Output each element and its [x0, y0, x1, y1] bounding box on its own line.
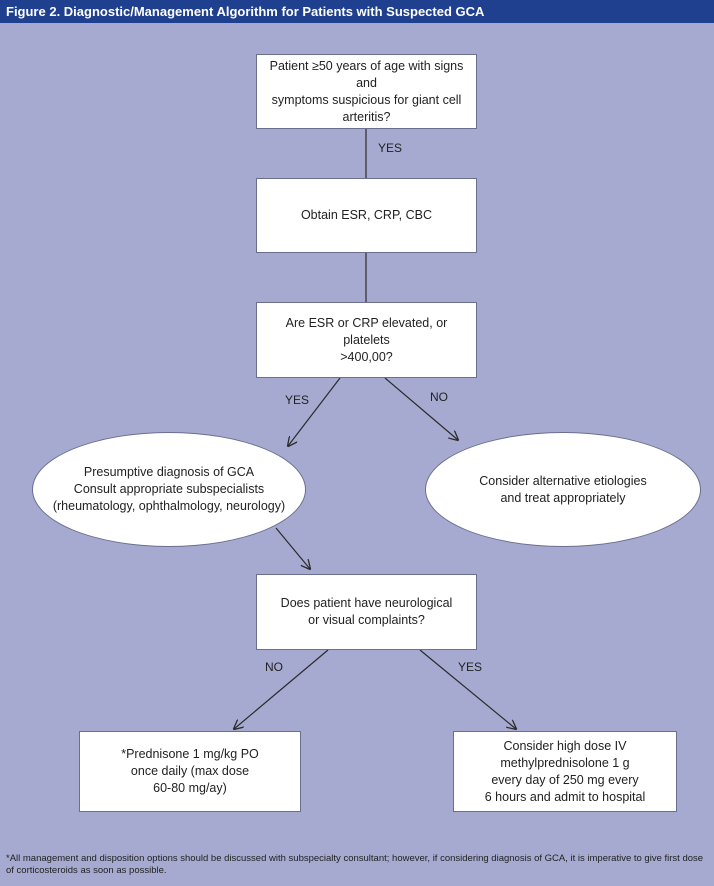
node-elevated-question: Are ESR or CRP elevated, or platelets >4… [256, 302, 477, 378]
node-presumptive: Presumptive diagnosis of GCA Consult app… [32, 432, 306, 547]
label-elevated-no: NO [430, 390, 448, 404]
label-neuro-yes: YES [458, 660, 483, 674]
node-prednisone: *Prednisone 1 mg/kg PO once daily (max d… [79, 731, 301, 812]
arrow-to-neuro-question [275, 527, 310, 569]
figure-title: Figure 2. Diagnostic/Management Algorith… [0, 0, 714, 23]
arrow-to-presumptive [288, 377, 341, 446]
label-elevated-yes: YES [285, 393, 310, 407]
node-labs: Obtain ESR, CRP, CBC [256, 178, 477, 253]
label-start-yes: YES [378, 141, 403, 155]
arrow-to-prednisone [234, 649, 329, 729]
node-start: Patient ≥50 years of age with signs and … [256, 54, 477, 129]
arrow-to-iv-steroids [419, 649, 516, 729]
footnote: *All management and disposition options … [6, 853, 704, 876]
arrow-to-alternative [384, 377, 458, 440]
node-neuro-question: Does patient have neurological or visual… [256, 574, 477, 650]
node-alternative: Consider alternative etiologies and trea… [425, 432, 701, 547]
label-neuro-no: NO [265, 660, 283, 674]
node-iv-steroids: Consider high dose IV methylprednisolone… [453, 731, 677, 812]
